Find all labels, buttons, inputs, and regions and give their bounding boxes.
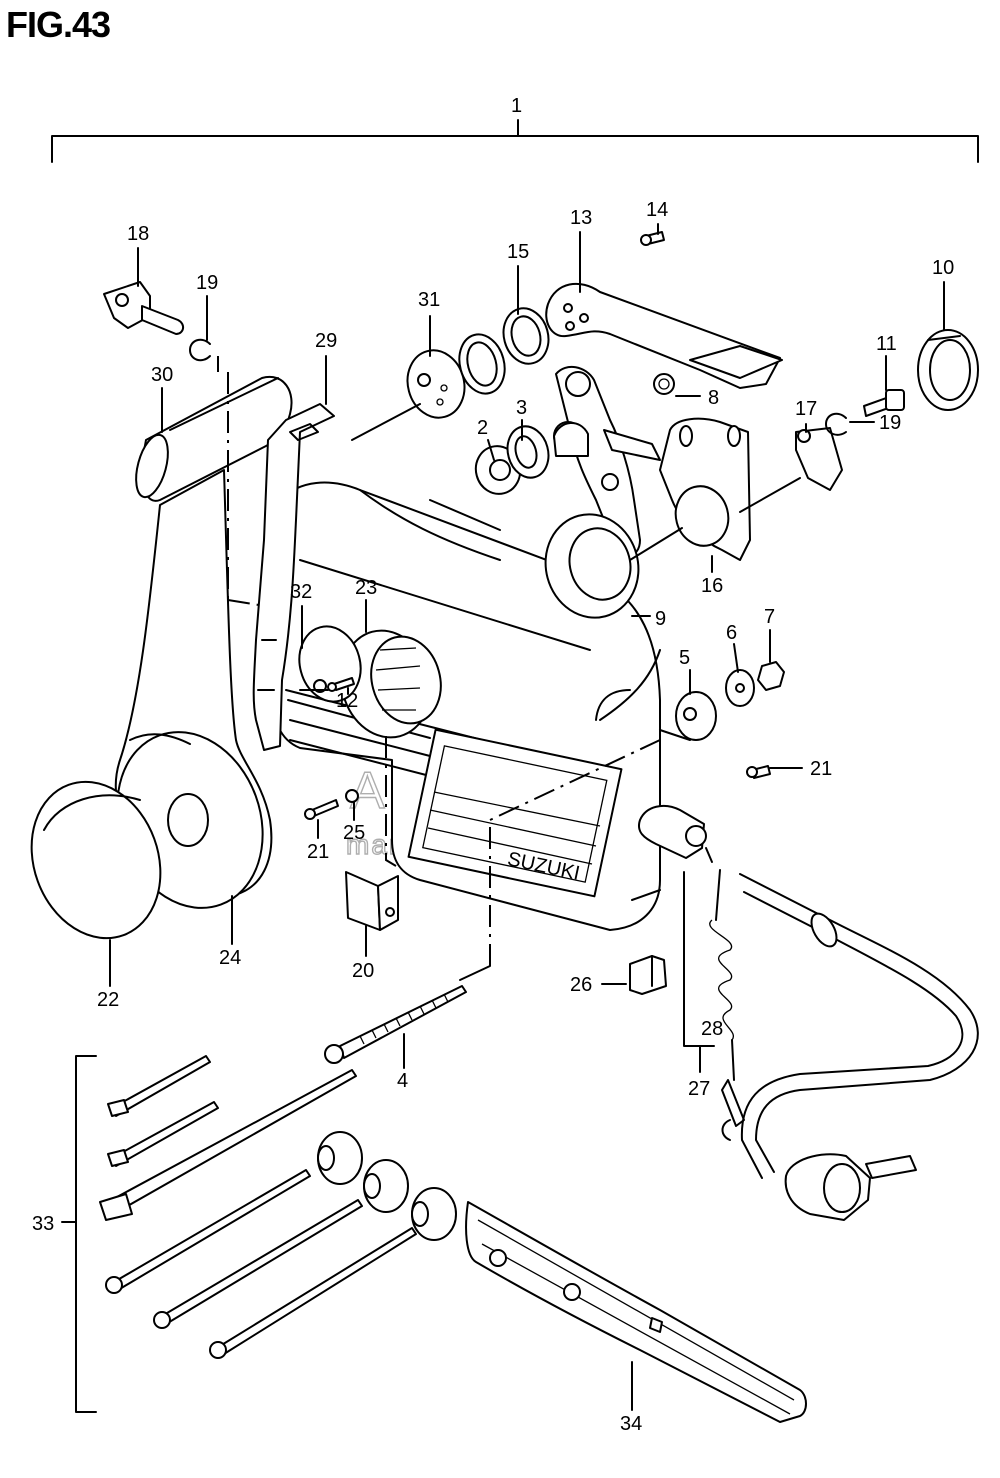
screw-21-right (746, 765, 771, 779)
callout-7: 7 (764, 606, 775, 628)
callout-20: 20 (352, 960, 374, 982)
callout-28: 28 (701, 1018, 723, 1040)
clip-20 (345, 871, 399, 931)
ring-10 (917, 329, 979, 411)
callout-4: 4 (397, 1070, 408, 1092)
callout-9: 9 (655, 608, 666, 630)
callout-16: 16 (701, 575, 723, 597)
screw-21-left (304, 799, 339, 820)
spacer-5 (675, 691, 717, 741)
nut-8 (653, 373, 675, 395)
circlip-19-right (825, 412, 847, 436)
lanyard-cord-28 (709, 869, 745, 1141)
cam-gear-23 (340, 629, 442, 739)
callout-1: 1 (511, 95, 522, 117)
switch-bracket-17 (795, 427, 843, 491)
leader-lines (109, 223, 945, 1411)
callout-13: 13 (570, 207, 592, 229)
callout-14: 14 (646, 199, 668, 221)
washer-6 (725, 669, 755, 707)
callout-32: 32 (290, 581, 312, 603)
assembly-bracket (51, 135, 979, 163)
axis-line-bracket (739, 477, 801, 513)
callout-26: 26 (570, 974, 592, 996)
axis-line-bolt (489, 739, 661, 966)
wire-connector (784, 1153, 917, 1221)
callout-5: 5 (679, 647, 690, 669)
callout-29: 29 (315, 330, 337, 352)
nut-7 (757, 661, 785, 691)
cam-link-assembly (553, 365, 661, 556)
bracket-16 (659, 417, 751, 561)
callout-22: 22 (97, 989, 119, 1011)
axis-line-clip (385, 736, 397, 867)
callout-23: 23 (355, 577, 377, 599)
figure-title: FIG.43 (6, 4, 111, 45)
throttle-arm-13 (545, 283, 783, 389)
callout-8: 8 (708, 387, 719, 409)
friction-plate-9 (544, 513, 640, 619)
ring-unnumbered (458, 333, 506, 395)
callout-19-left: 19 (196, 272, 218, 294)
callout-27: 27 (688, 1078, 710, 1100)
callout-3: 3 (516, 397, 527, 419)
callout-30: 30 (151, 364, 173, 386)
bolt-4 (324, 985, 467, 1064)
lever-cover-22 (30, 780, 162, 940)
screw-14 (640, 231, 665, 246)
callout-21-right: 21 (810, 758, 832, 780)
screw-12 (327, 677, 355, 692)
axis-line-plate (629, 527, 683, 561)
callout-25: 25 (343, 822, 365, 844)
callout-17: 17 (795, 398, 817, 420)
axis-line-box-top (429, 499, 501, 531)
callout-labels: 1 2 3 4 5 6 7 8 9 10 11 12 13 14 15 16 1… (32, 95, 954, 1435)
axis-line-bushing (351, 403, 421, 441)
axis-line-bolt-2 (459, 965, 491, 981)
kit-33-parts (99, 1055, 457, 1359)
callout-34: 34 (620, 1413, 642, 1435)
callout-6: 6 (726, 622, 737, 644)
callout-10: 10 (932, 257, 954, 279)
cap-26 (629, 955, 667, 995)
callout-12: 12 (336, 690, 358, 712)
leader-27-bracket (683, 871, 715, 1047)
callout-33: 33 (32, 1213, 54, 1235)
washer-25 (345, 789, 359, 803)
switch-18 (103, 281, 184, 335)
lanyard-switch-27 (638, 804, 713, 863)
trim-plate-34 (465, 1201, 807, 1423)
bolt-11 (863, 389, 905, 417)
lever-grip-30 (135, 375, 293, 502)
neutral-throttle-lever-29 (252, 403, 335, 751)
callout-2: 2 (477, 417, 488, 439)
callout-18: 18 (127, 223, 149, 245)
callout-31: 31 (418, 289, 440, 311)
wire-harness (739, 873, 979, 1179)
callout-24: 24 (219, 947, 241, 969)
kit-bracket (75, 1055, 97, 1413)
callout-19-right: 19 (879, 412, 901, 434)
circlip-19-left (189, 338, 211, 362)
callout-11: 11 (876, 333, 897, 355)
callout-21-left: 21 (307, 841, 329, 863)
callout-15: 15 (507, 241, 529, 263)
